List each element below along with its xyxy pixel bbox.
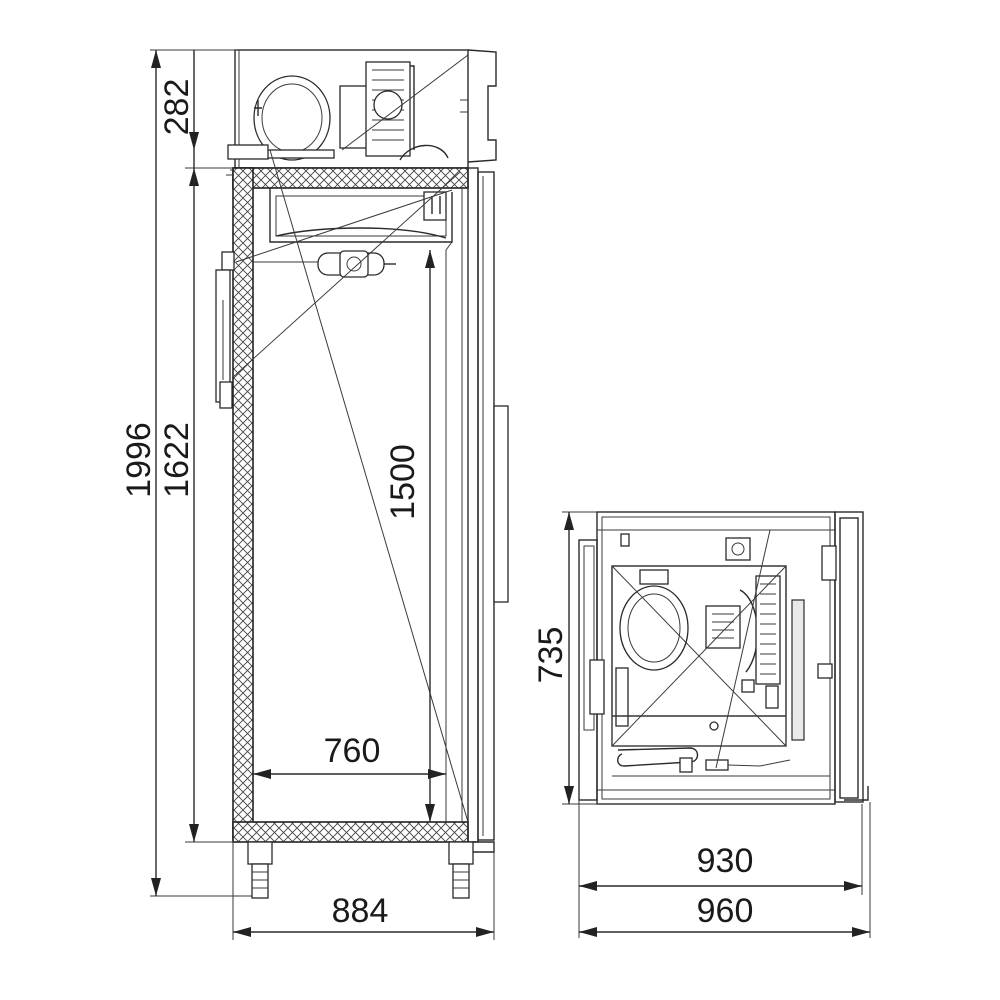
unit-condenser-icon <box>755 575 781 709</box>
thermostat-icon <box>253 250 396 278</box>
dimension-total-height: 1996 <box>120 50 161 896</box>
side-extension-lines <box>562 511 871 938</box>
dimension-top-unit: 282 <box>158 50 199 186</box>
cabinet-feet <box>247 841 474 899</box>
label-inner-diagonal: 1500 <box>384 444 422 520</box>
label-depth-outer: 960 <box>697 892 754 930</box>
label-side-height: 735 <box>532 627 570 684</box>
dimension-depth-outer: 960 <box>579 892 870 937</box>
dimension-outer-width: 884 <box>233 892 494 937</box>
drain-pipe <box>215 169 235 409</box>
label-total-height: 1996 <box>120 422 158 498</box>
unit-fan-icon <box>705 589 759 693</box>
dimension-side-height: 735 <box>532 512 574 804</box>
unit-pipework <box>612 747 830 777</box>
front-view: 1996 282 1622 1500 760 <box>120 49 509 940</box>
side-view: 735 930 960 <box>532 511 871 938</box>
cabinet-door <box>466 167 509 853</box>
diagonal-lines <box>231 54 469 823</box>
label-inner-width: 760 <box>324 732 381 770</box>
label-top-unit-height: 282 <box>158 79 196 136</box>
unit-diagonal-lines <box>611 529 787 769</box>
label-outer-width: 884 <box>332 892 389 930</box>
label-depth-inner: 930 <box>697 842 754 880</box>
cabinet-insulation-walls <box>232 167 469 843</box>
label-body-height: 1622 <box>158 422 196 498</box>
compressor-icon <box>249 75 335 161</box>
dimension-inner-height: 1500 <box>384 250 435 822</box>
unit-frame <box>578 511 869 805</box>
unit-compressor-icon <box>611 565 787 747</box>
condenser-fan-icon <box>227 61 449 161</box>
dimension-body-height: 1622 <box>158 168 199 842</box>
dimension-inner-width: 760 <box>253 732 446 779</box>
evaporator-unit <box>269 188 453 243</box>
dimension-depth-inner: 930 <box>579 842 862 891</box>
